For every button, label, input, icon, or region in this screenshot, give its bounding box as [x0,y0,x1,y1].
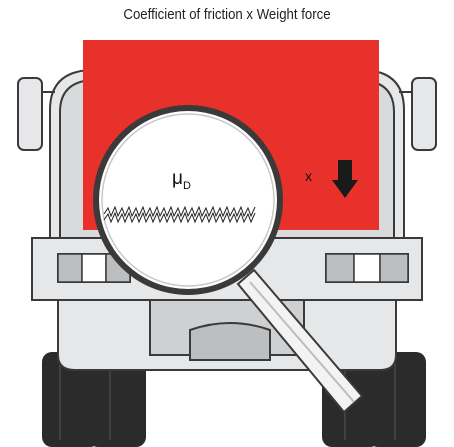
mu-letter: μ [172,168,183,189]
operator-x: x [305,168,312,184]
mu-subscript: D [183,180,191,192]
